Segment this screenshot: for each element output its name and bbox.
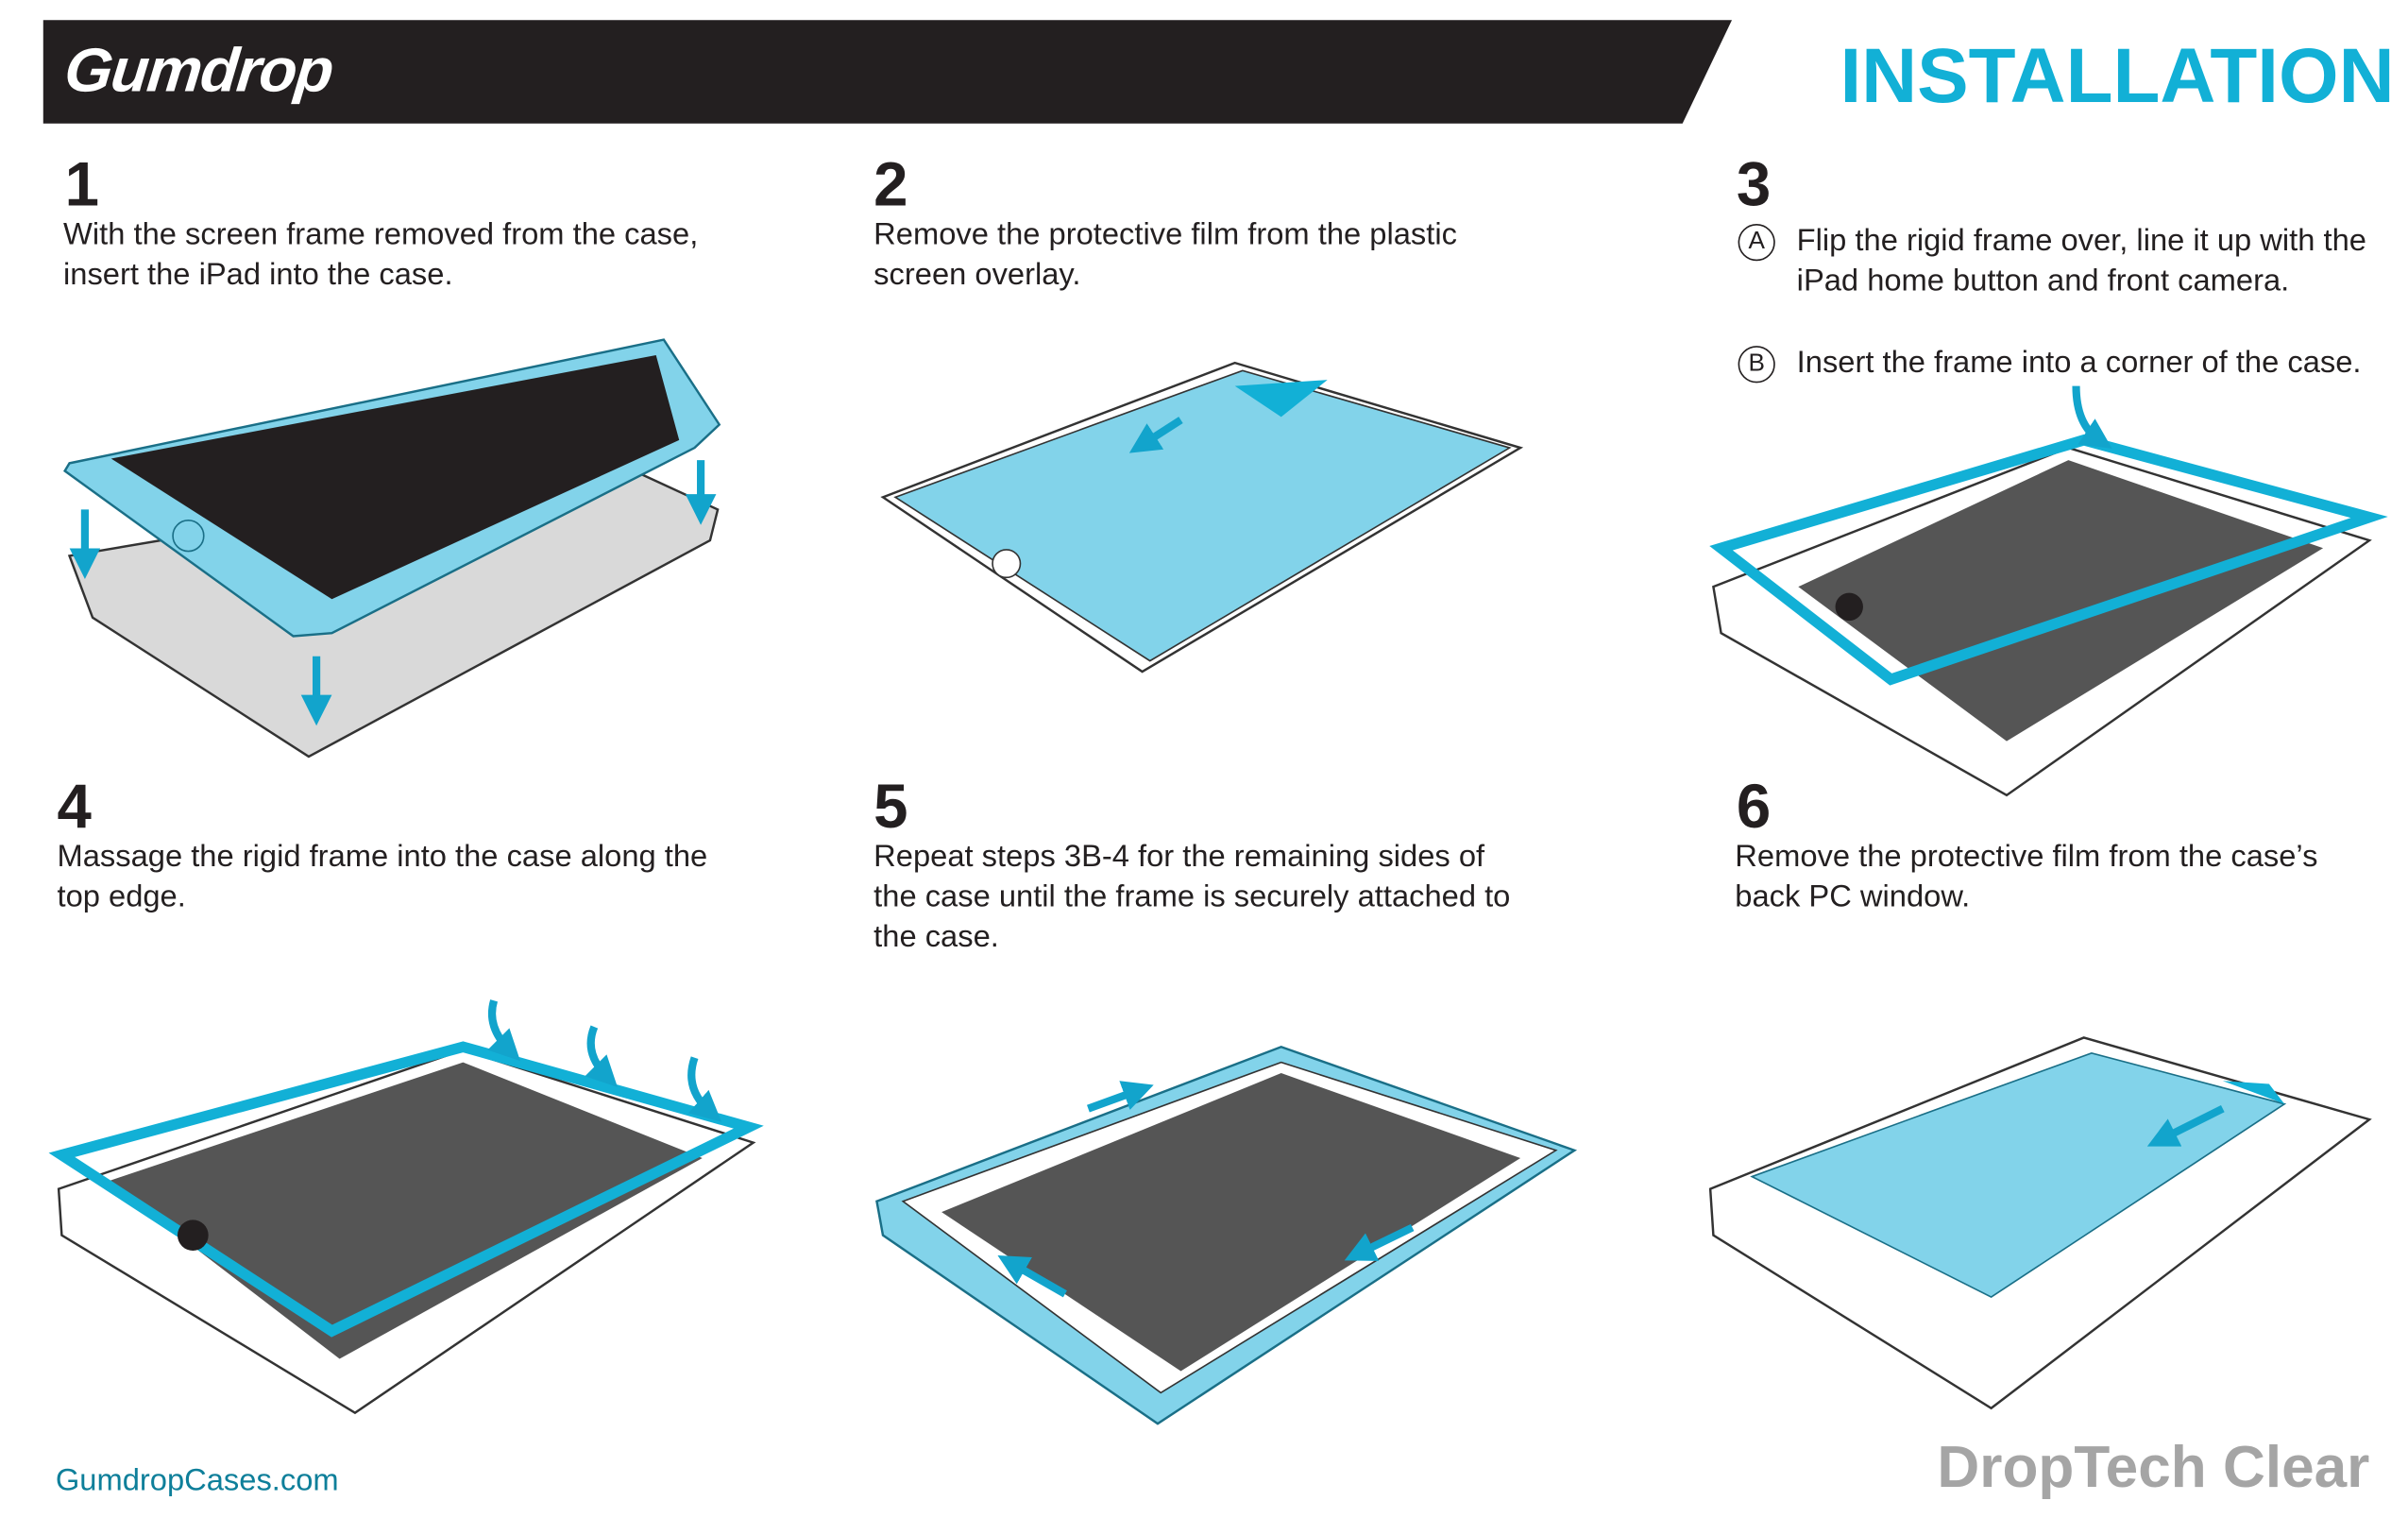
step-3b: B Insert the frame into a corner of the … [1738, 343, 2402, 384]
marker-b: B [1738, 346, 1775, 384]
step-3-number: 3 [1736, 151, 1772, 220]
header-banner [42, 20, 1733, 124]
page-title: INSTALLATION [1840, 32, 2395, 119]
step-1-number: 1 [64, 151, 100, 220]
step-3a: A Flip the rigid frame over, line it up … [1738, 221, 2387, 301]
step-4-text: Massage the rigid frame into the case al… [57, 840, 708, 914]
step-6-number: 6 [1736, 773, 1772, 842]
step-1-text: With the screen frame removed from the c… [63, 217, 699, 292]
step-5-number: 5 [873, 773, 908, 842]
step-4-number: 4 [57, 773, 92, 842]
step-5-illustration [875, 1045, 1578, 1425]
step-1-illustration [63, 338, 721, 759]
website-link[interactable]: GumdropCases.com [55, 1463, 339, 1498]
product-name: DropTech Clear [1937, 1436, 2370, 1501]
step-3-illustration [1709, 385, 2388, 797]
step-4-illustration [48, 999, 764, 1415]
step-3b-text: Insert the frame into a corner of the ca… [1796, 346, 2362, 381]
step-6-illustration [1708, 1036, 2372, 1410]
step-2-illustration [880, 361, 1524, 674]
step-3a-text: Flip the rigid frame over, line it up wi… [1796, 224, 2366, 298]
step-2-text: Remove the protective film from the plas… [873, 217, 1457, 292]
step-6-text: Remove the protective film from the case… [1735, 840, 2318, 914]
step-2-number: 2 [873, 151, 908, 220]
marker-a: A [1738, 224, 1775, 262]
step-5-text: Repeat steps 3B-4 for the remaining side… [873, 840, 1511, 955]
